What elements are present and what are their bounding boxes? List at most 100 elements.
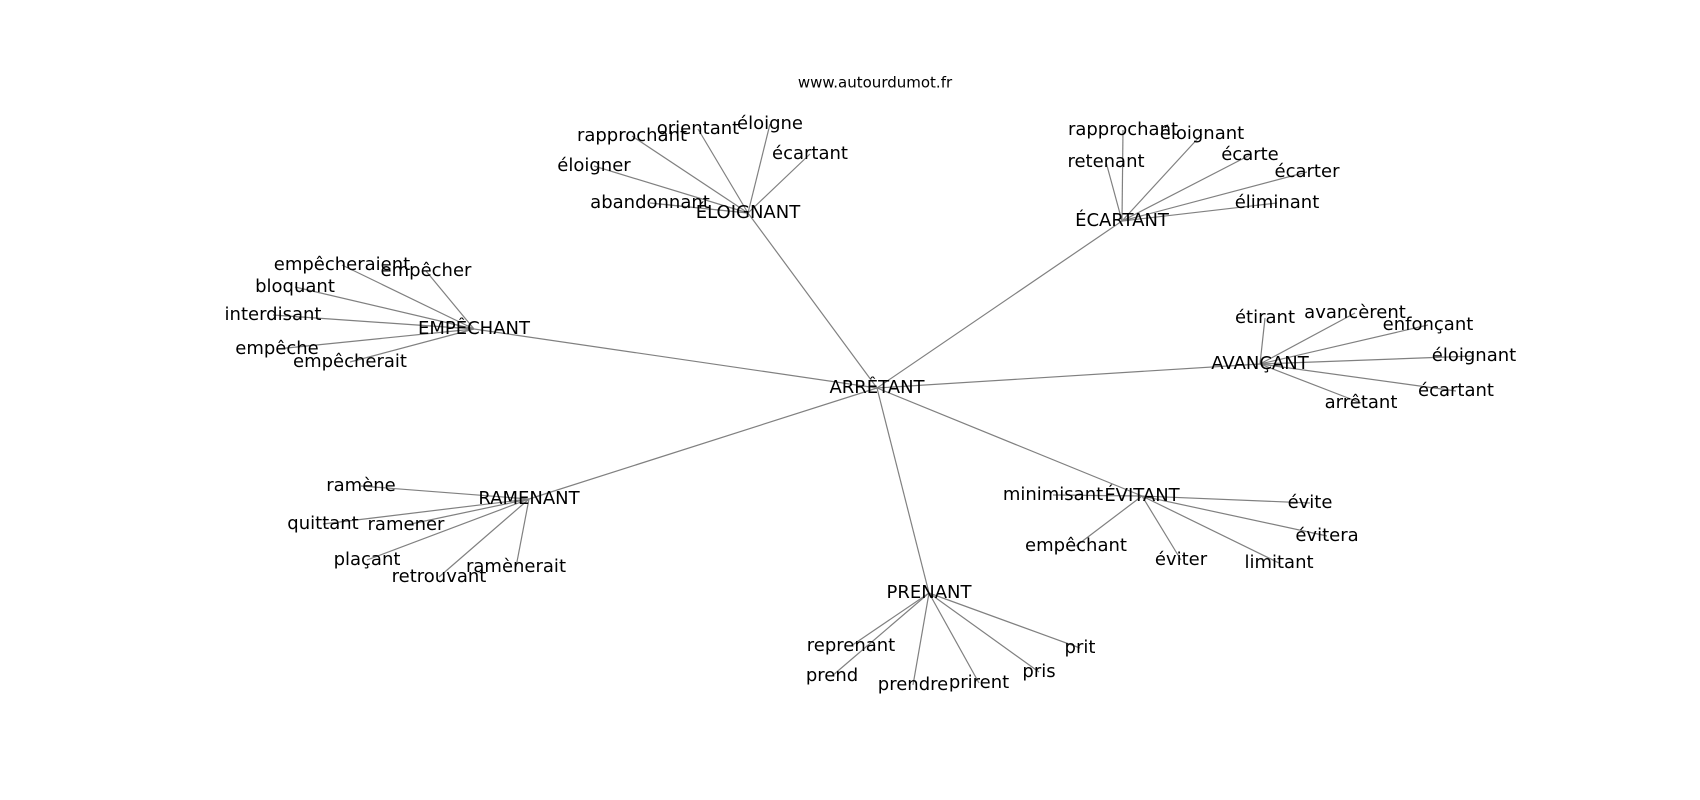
leaf-node[interactable]: éviter	[1155, 549, 1208, 570]
edge-ramenant-2	[405, 498, 530, 526]
edge-ecartant-0	[1121, 129, 1124, 222]
node-ramenant[interactable]: RAMENANT	[478, 488, 580, 509]
edge-empechant-3	[272, 314, 475, 330]
edge-center-eloignant	[747, 212, 878, 389]
edge-ecartant-5	[1121, 202, 1278, 222]
leaf-node[interactable]: éloigner	[557, 155, 631, 176]
edge-ramenant-3	[366, 498, 530, 561]
leaf-node[interactable]: ramener	[368, 514, 446, 535]
node-prenant[interactable]: PRENANT	[887, 582, 973, 603]
edge-eloignant-4	[593, 165, 749, 214]
edge-ramenant-4	[438, 498, 530, 578]
leaf-node[interactable]: écartant	[1418, 380, 1494, 401]
edge-ramenant-5	[515, 498, 530, 568]
edge-evitant-5	[1141, 495, 1280, 564]
edge-center-evitant	[876, 387, 1143, 497]
leaf-node[interactable]: limitant	[1244, 552, 1313, 573]
leaf-node[interactable]: ramène	[326, 475, 396, 496]
edge-prenant-4	[928, 592, 1040, 673]
edge-eloignant-1	[747, 123, 771, 214]
leaf-node[interactable]: rapprochant	[577, 125, 687, 146]
edge-evitant-4	[1141, 495, 1182, 561]
edge-ecartant-2	[1121, 154, 1251, 222]
leaf-node[interactable]: éloigne	[737, 113, 803, 134]
leaf-node[interactable]: avancèrent	[1304, 302, 1406, 323]
leaf-node[interactable]: écartant	[772, 143, 848, 164]
leaf-node[interactable]: éliminant	[1235, 192, 1320, 213]
edge-ecartant-4	[1121, 171, 1308, 222]
leaf-node[interactable]: empêcheraient	[274, 254, 410, 275]
edge-eloignant-5	[649, 202, 749, 214]
leaf-node[interactable]: éloignant	[1432, 345, 1516, 366]
leaf-node[interactable]: éloignant	[1160, 123, 1244, 144]
leaf-node[interactable]: bloquant	[255, 276, 335, 297]
edge-eloignant-0	[697, 128, 749, 214]
edge-center-avancant	[876, 363, 1261, 389]
edge-ramenant-0	[360, 485, 530, 500]
leaf-node[interactable]: étirant	[1235, 307, 1295, 328]
leaf-node[interactable]: retrouvant	[392, 566, 487, 587]
edge-center-ecartant	[876, 220, 1123, 389]
edge-avancant-5	[1259, 363, 1362, 404]
node-eloignant[interactable]: ÉLOIGNANT	[696, 201, 801, 223]
edge-evitant-0	[1052, 494, 1143, 497]
edge-avancant-0	[1259, 317, 1266, 365]
edge-ecartant-1	[1121, 133, 1203, 222]
edge-avancant-1	[1259, 312, 1356, 365]
edge-eloignant-3	[747, 153, 811, 214]
leaf-node[interactable]: empêche	[235, 338, 319, 359]
edge-evitant-2	[1141, 495, 1328, 537]
leaf-node[interactable]: évite	[1288, 492, 1333, 513]
leaf-node[interactable]: prit	[1065, 637, 1096, 658]
edge-evitant-3	[1075, 495, 1143, 547]
edge-empechant-4	[276, 328, 475, 350]
node-evitant[interactable]: ÉVITANT	[1104, 484, 1180, 506]
leaf-node[interactable]: interdisant	[225, 304, 322, 325]
leaf-node[interactable]: orientant	[657, 118, 739, 139]
edge-center-empechant	[473, 328, 878, 389]
edge-empechant-2	[294, 286, 475, 330]
leaf-node[interactable]: rapprochant	[1068, 119, 1178, 140]
edge-prenant-3	[928, 592, 980, 684]
leaf-node[interactable]: pris	[1022, 661, 1055, 682]
leaf-node[interactable]: empêcherait	[293, 351, 407, 372]
edge-prenant-1	[831, 592, 930, 677]
edge-eloignant-2	[631, 135, 749, 214]
edge-ecartant-3	[1105, 161, 1123, 222]
edge-empechant-5	[349, 328, 475, 363]
edge-avancant-2	[1259, 324, 1429, 365]
edge-empechant-0	[341, 264, 475, 330]
leaf-node[interactable]: arrêtant	[1325, 392, 1398, 413]
leaf-node[interactable]: prendre	[878, 674, 948, 695]
leaf-node[interactable]: enfonçant	[1383, 314, 1474, 335]
leaf-node[interactable]: abandonnant	[590, 192, 710, 213]
leaf-node[interactable]: prirent	[949, 672, 1009, 693]
leaf-node[interactable]: prend	[806, 665, 858, 686]
leaf-node[interactable]: retenant	[1067, 151, 1144, 172]
leaf-node[interactable]: empêchant	[1025, 535, 1127, 556]
node-avancant[interactable]: AVANÇANT	[1211, 353, 1309, 374]
leaf-node[interactable]: évitera	[1295, 525, 1358, 546]
site-watermark: www.autourdumot.fr	[798, 74, 953, 92]
leaf-node[interactable]: minimisant	[1003, 484, 1103, 505]
edge-ramenant-1	[322, 498, 530, 525]
node-empechant[interactable]: EMPÊCHANT	[418, 317, 531, 339]
leaf-node[interactable]: quittant	[287, 513, 358, 534]
edge-avancant-3	[1259, 355, 1475, 365]
leaf-node[interactable]: écarte	[1221, 144, 1279, 165]
leaf-node[interactable]: plaçant	[334, 549, 401, 570]
leaf-node[interactable]: ramènerait	[466, 556, 566, 577]
edge-evitant-1	[1141, 495, 1311, 504]
edge-prenant-0	[850, 592, 930, 647]
node-ecartant[interactable]: ÉCARTANT	[1075, 209, 1170, 231]
edge-prenant-2	[912, 592, 930, 686]
leaf-node[interactable]: écarter	[1275, 161, 1341, 182]
edge-avancant-4	[1259, 363, 1457, 392]
edge-empechant-1	[425, 270, 475, 330]
center-node[interactable]: ARRÊTANT	[829, 376, 925, 398]
graph-edges	[272, 123, 1475, 686]
leaf-node[interactable]: empêcher	[381, 260, 472, 281]
leaf-node[interactable]: reprenant	[807, 635, 896, 656]
